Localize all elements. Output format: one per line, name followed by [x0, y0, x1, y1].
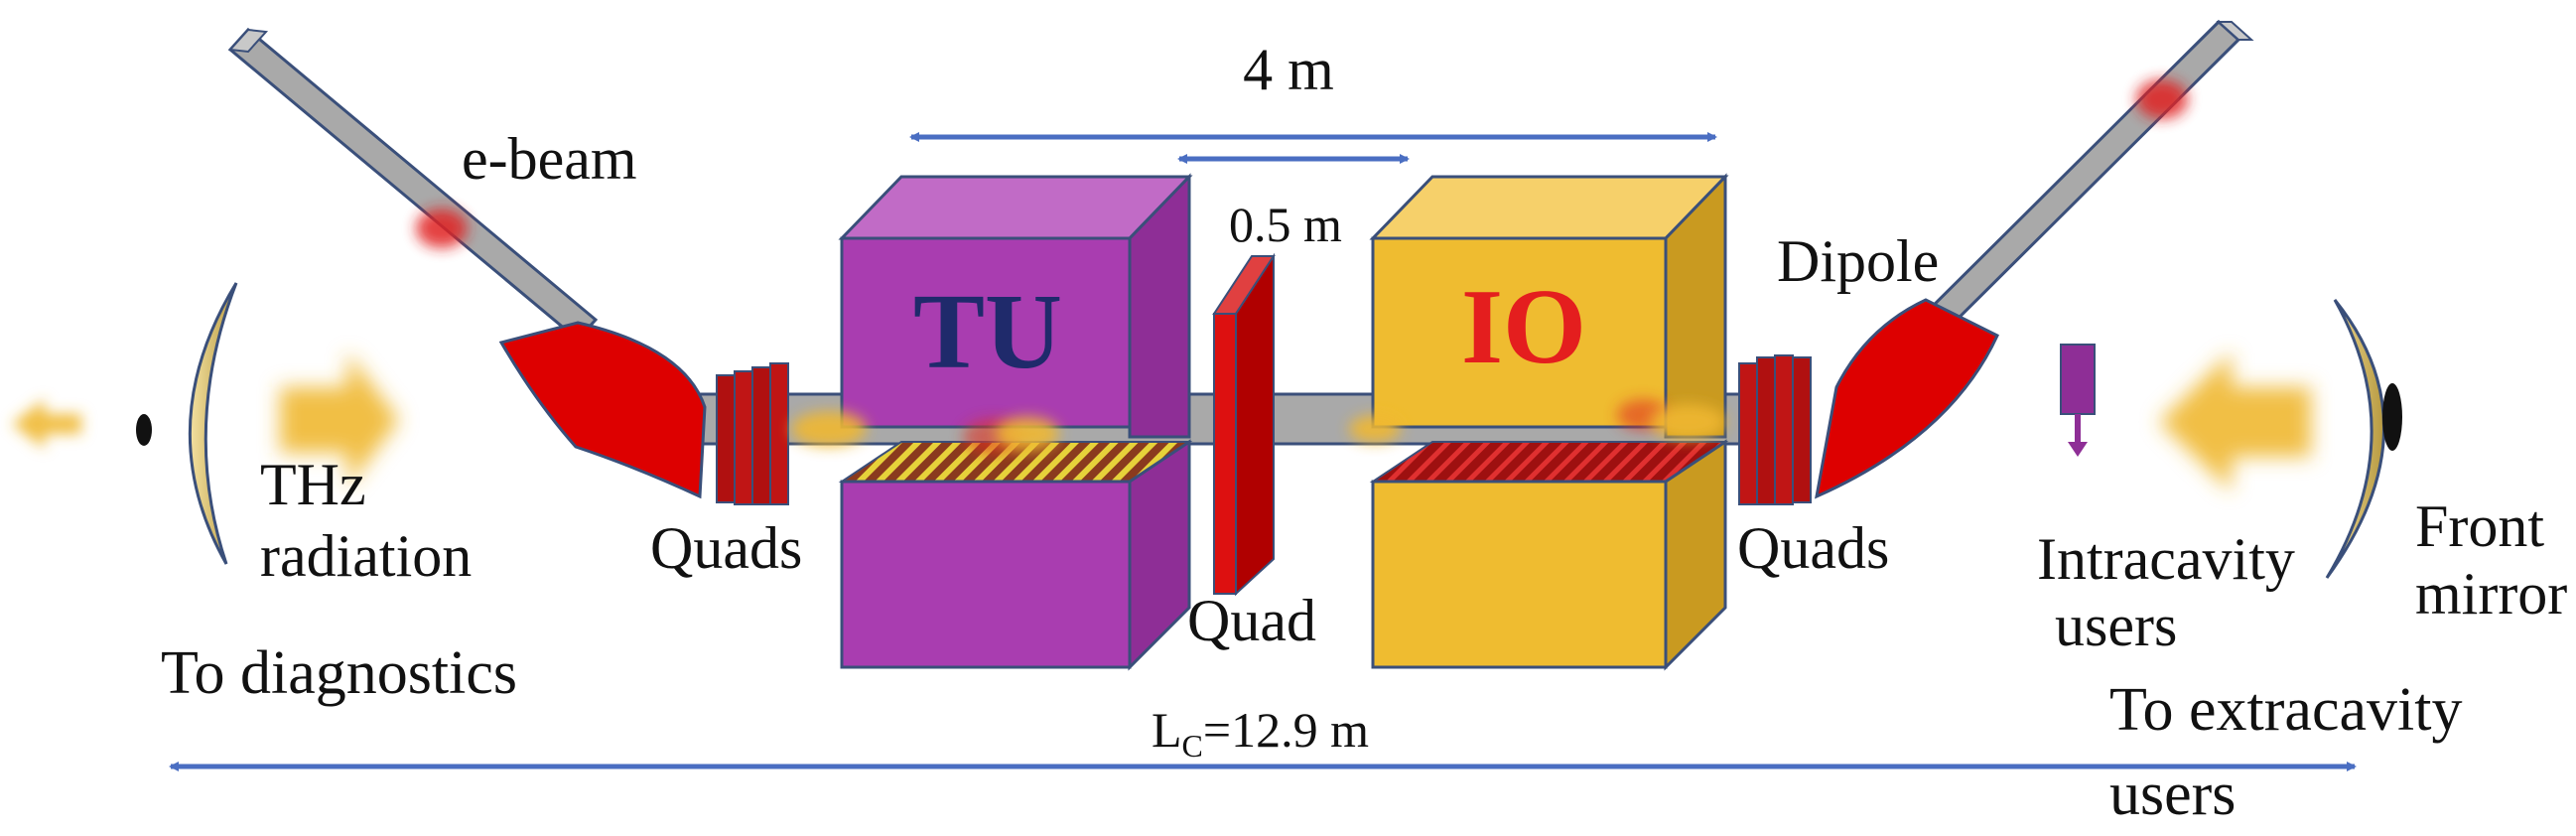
- dipole-right: [1815, 298, 1999, 499]
- arrow-front-left: [2159, 352, 2311, 491]
- ebeam-label: e-beam: [462, 126, 637, 192]
- electron-bunch-left: [416, 209, 468, 248]
- io-label: IO: [1461, 268, 1586, 386]
- cavity-length-subscript: C: [1182, 728, 1203, 764]
- arrow-out-left: [12, 399, 81, 449]
- to-diagnostics-label: To diagnostics: [161, 639, 517, 707]
- intracavity-probe: [2060, 344, 2096, 457]
- quads-left: [716, 362, 789, 505]
- intracavity-label-line2: users: [2055, 593, 2177, 658]
- intracavity-label-line1: Intracavity: [2037, 526, 2295, 592]
- center-quad: [1212, 252, 1276, 597]
- thz-label-line1: THz: [260, 452, 366, 517]
- front-mirror-label-line1: Front: [2415, 493, 2544, 559]
- quad-center-label: Quad: [1187, 588, 1316, 653]
- quads-left-label: Quads: [650, 515, 802, 581]
- tu-label: TU: [913, 273, 1062, 391]
- extracavity-label-line1: To extracavity: [2109, 676, 2462, 744]
- tu-undulator: [838, 173, 1193, 671]
- radiation-pulses: [791, 399, 1725, 455]
- left-beam-line: [227, 27, 599, 343]
- front-mirror-label-line2: mirror: [2415, 561, 2567, 627]
- left-mirror: [136, 282, 238, 565]
- cavity-length-value: =12.9 m: [1203, 702, 1369, 758]
- cavity-length-symbol: L: [1152, 702, 1182, 758]
- io-undulator: [1369, 173, 1729, 671]
- extracavity-label-line2: users: [2109, 761, 2236, 828]
- dipole-label: Dipole: [1777, 228, 1939, 294]
- right-beam-line: [1898, 19, 2254, 358]
- quads-right: [1738, 354, 1812, 505]
- cavity-length-label: LC=12.9 m: [1152, 702, 1369, 764]
- front-mirror: [2325, 299, 2402, 579]
- dipole-left: [498, 321, 707, 499]
- dim-4m-label: 4 m: [1243, 37, 1334, 102]
- quads-right-label: Quads: [1737, 515, 1889, 581]
- thz-label-line2: radiation: [260, 523, 472, 589]
- arrow-thz-right: [280, 352, 399, 488]
- dim-05m-label: 0.5 m: [1229, 197, 1342, 252]
- electron-bunch-right: [2136, 79, 2188, 119]
